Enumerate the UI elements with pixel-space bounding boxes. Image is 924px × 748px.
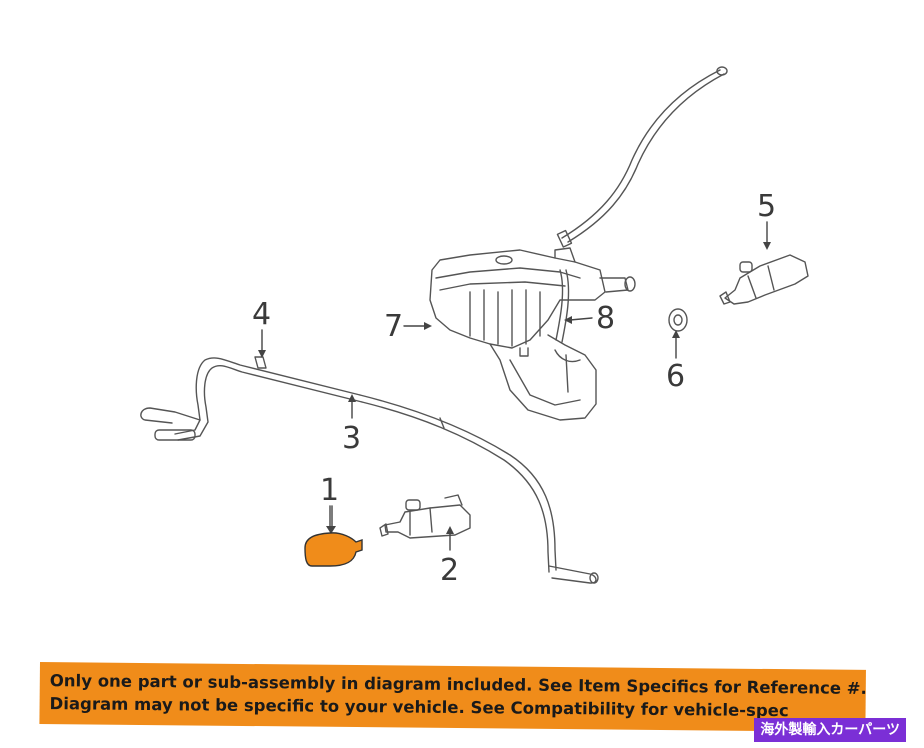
parts-diagram	[140, 66, 809, 584]
disclaimer-banner: Only one part or sub-assembly in diagram…	[39, 662, 867, 732]
callout-4: 4	[252, 297, 272, 332]
washer-reservoir	[429, 247, 636, 421]
callout-5: 5	[757, 189, 777, 224]
washer-cap-highlighted	[304, 532, 363, 567]
washer-hose	[140, 356, 599, 584]
callout-8: 8	[596, 301, 616, 336]
shop-watermark: 海外製輸入カーパーツ	[754, 718, 906, 742]
washer-pump-upper	[719, 254, 809, 305]
washer-pump-lower	[379, 494, 471, 539]
callout-7: 7	[384, 309, 404, 344]
callout-6: 6	[666, 359, 686, 394]
callout-3: 3	[342, 421, 362, 456]
callout-1: 1	[320, 473, 340, 508]
filler-tube	[556, 66, 728, 248]
grommet	[668, 308, 688, 332]
callout-2: 2	[440, 553, 460, 588]
